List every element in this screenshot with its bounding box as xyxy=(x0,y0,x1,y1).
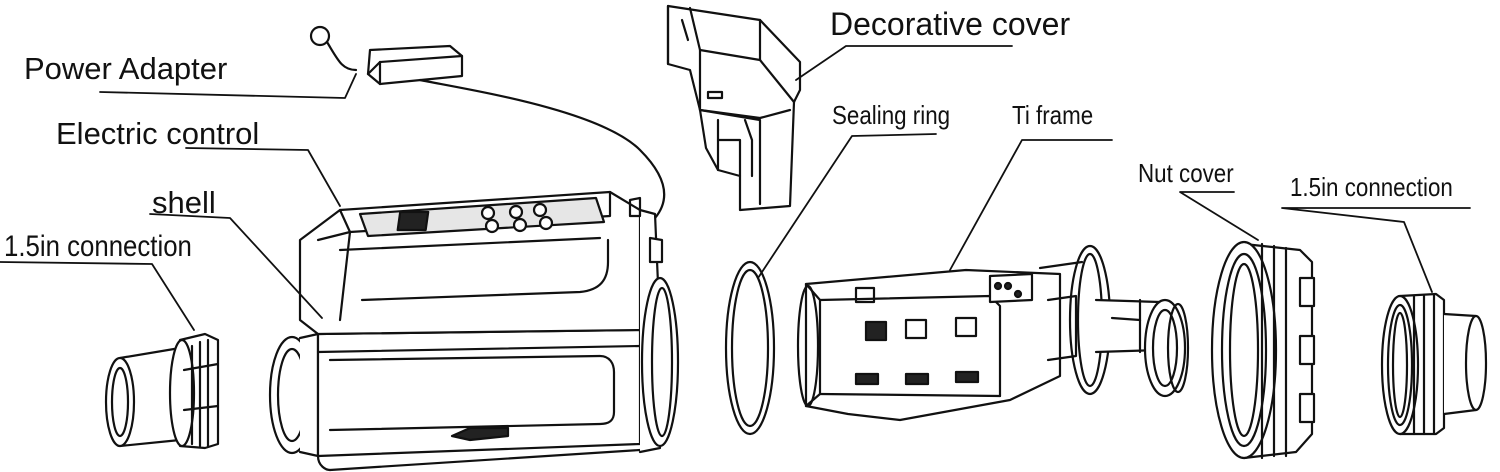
sealing-ring-part xyxy=(724,260,776,436)
shell-label: shell xyxy=(152,185,216,220)
sealing-ring-label: Sealing ring xyxy=(832,100,951,130)
power-adapter-label: Power Adapter xyxy=(24,51,228,86)
leader-lines xyxy=(0,45,1471,331)
ti-frame-label: Ti frame xyxy=(1012,100,1094,130)
right-connection-part xyxy=(1380,292,1488,436)
decorative-cover-label: Decorative cover xyxy=(830,6,1071,42)
electric-control-label: Electric control xyxy=(56,116,260,151)
ti-frame-part xyxy=(796,244,1190,422)
left-connection-label: 1.5in connection xyxy=(4,230,192,263)
main-housing-part xyxy=(268,190,680,472)
nut-cover-label: Nut cover xyxy=(1138,158,1234,188)
left-connection-part xyxy=(104,332,220,450)
decorative-cover-part xyxy=(666,4,802,212)
nut-cover-part xyxy=(1210,240,1316,460)
right-connection-label: 1.5in connection xyxy=(1290,172,1453,202)
